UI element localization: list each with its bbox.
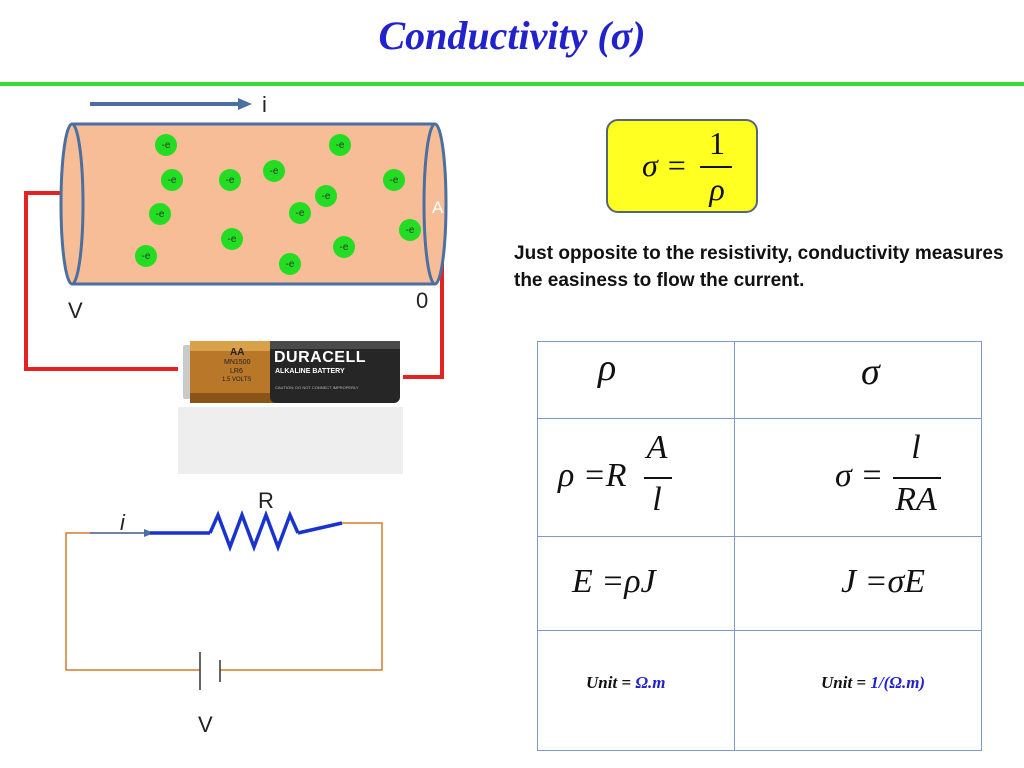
resistor-label: R (258, 488, 274, 513)
electrons-group: -e -e -e -e -e -e -e -e -e -e -e -e -e -e (135, 134, 421, 275)
battery-size: AA (230, 347, 245, 358)
ohms-law-resistivity: E =ρJ (572, 563, 656, 600)
table-cell: ρ =R A l (537, 418, 735, 537)
electron (155, 134, 177, 156)
resistor-zigzag (208, 510, 300, 552)
battery-code: LR6 (230, 368, 243, 375)
conductor-diagram: -e -e -e -e -e -e -e -e -e -e -e -e -e -e (24, 98, 448, 379)
formula-lhs: σ = (642, 147, 688, 183)
circuit-right-wire (220, 522, 383, 671)
formula-denominator: ρ (709, 171, 725, 207)
comparison-table: ρ σ ρ =R A l σ = l RA (537, 341, 982, 751)
formula-numerator: 1 (709, 125, 725, 161)
electron (333, 236, 355, 258)
title-divider (0, 82, 1024, 86)
battery-brand: DURACELL (274, 349, 366, 366)
battery-voltage: 1.5 VOLTS (222, 377, 252, 383)
electron-label: -e (390, 175, 399, 186)
electron-label: -e (286, 259, 295, 270)
electron-label: -e (322, 191, 331, 202)
table-cell: J =σE (734, 536, 982, 631)
electron (383, 169, 405, 191)
resistivity-formula-den: l (652, 481, 662, 518)
ohms-law-conductivity: J =σE (841, 563, 926, 600)
table-row: Unit = Ω.m Unit = 1/(Ω.m) (537, 630, 982, 751)
conductivity-unit: Unit = 1/(Ω.m) (821, 673, 926, 692)
table-cell: ρ (537, 341, 735, 419)
electron (221, 228, 243, 250)
electron-label: -e (336, 140, 345, 151)
electron-label: -e (296, 208, 305, 219)
page-title: Conductivity (σ) (378, 13, 646, 58)
electron (161, 169, 183, 191)
electron (399, 219, 421, 241)
electron-label: -e (228, 234, 237, 245)
description-text: Just opposite to the resistivity, conduc… (514, 243, 1004, 291)
electron (135, 245, 157, 267)
conductivity-formula-box: σ = 1 ρ (606, 119, 758, 213)
table-row: ρ =R A l σ = l RA (537, 418, 982, 537)
electron-label: -e (156, 209, 165, 220)
electron (329, 134, 351, 156)
resistivity-formula-lhs: ρ =R (558, 457, 627, 494)
battery-caution: CAUTION: DO NOT CONNECT IMPROPERLY (275, 385, 359, 390)
header-rho: ρ (598, 347, 617, 389)
battery-model: MN1500 (224, 359, 251, 366)
conductor-body (72, 124, 435, 284)
conductivity-formula-num: l (911, 429, 921, 466)
area-label: A (432, 198, 444, 217)
electron (279, 253, 301, 275)
conductivity-formula-lhs: σ = (835, 457, 884, 494)
left-potential-label: V (68, 298, 83, 323)
electron (263, 160, 285, 182)
conductor-left-end (59, 122, 85, 286)
conductivity-fraction-bar (893, 477, 941, 479)
electron-label: -e (142, 251, 151, 262)
conductivity-formula-den: RA (895, 481, 937, 518)
resistivity-fraction-bar (644, 477, 672, 479)
electron-label: -e (406, 225, 415, 236)
table-row: E =ρJ J =σE (537, 536, 982, 631)
circuit-left-wire (65, 532, 200, 671)
battery-type: ALKALINE BATTERY (275, 368, 345, 375)
resistor-lead-right (297, 521, 343, 535)
circuit-diagram (65, 510, 383, 690)
right-potential-label: 0 (416, 288, 429, 313)
electron-label: -e (168, 175, 177, 186)
circuit-current-label: i (120, 510, 125, 535)
header-sigma: σ (861, 351, 880, 393)
current-arrow-head (238, 98, 252, 110)
electron-label: -e (270, 166, 279, 177)
table-row: ρ σ (537, 341, 982, 419)
electron (149, 203, 171, 225)
electron (289, 202, 311, 224)
conductor-right-end (422, 122, 448, 286)
battery-photo: AA MN1500 LR6 1.5 VOLTS DURACELL ALKALIN… (178, 337, 403, 474)
electron-label: -e (226, 175, 235, 186)
battery-graphic (178, 337, 403, 407)
left-wire (24, 191, 188, 371)
electron-label: -e (162, 140, 171, 151)
electron-label: -e (340, 242, 349, 253)
circuit-voltage-label: V (198, 712, 213, 737)
table-cell: E =ρJ (537, 536, 735, 631)
table-cell: Unit = 1/(Ω.m) (734, 630, 982, 751)
table-cell: σ (734, 341, 982, 419)
table-cell: Unit = Ω.m (537, 630, 735, 751)
electron (219, 169, 241, 191)
resistivity-unit: Unit = Ω.m (586, 673, 666, 692)
table-cell: σ = l RA (734, 418, 982, 537)
electron (315, 185, 337, 207)
formula-fraction-bar (700, 166, 732, 168)
resistivity-formula-num: A (646, 429, 668, 466)
current-label-i: i (262, 92, 267, 117)
